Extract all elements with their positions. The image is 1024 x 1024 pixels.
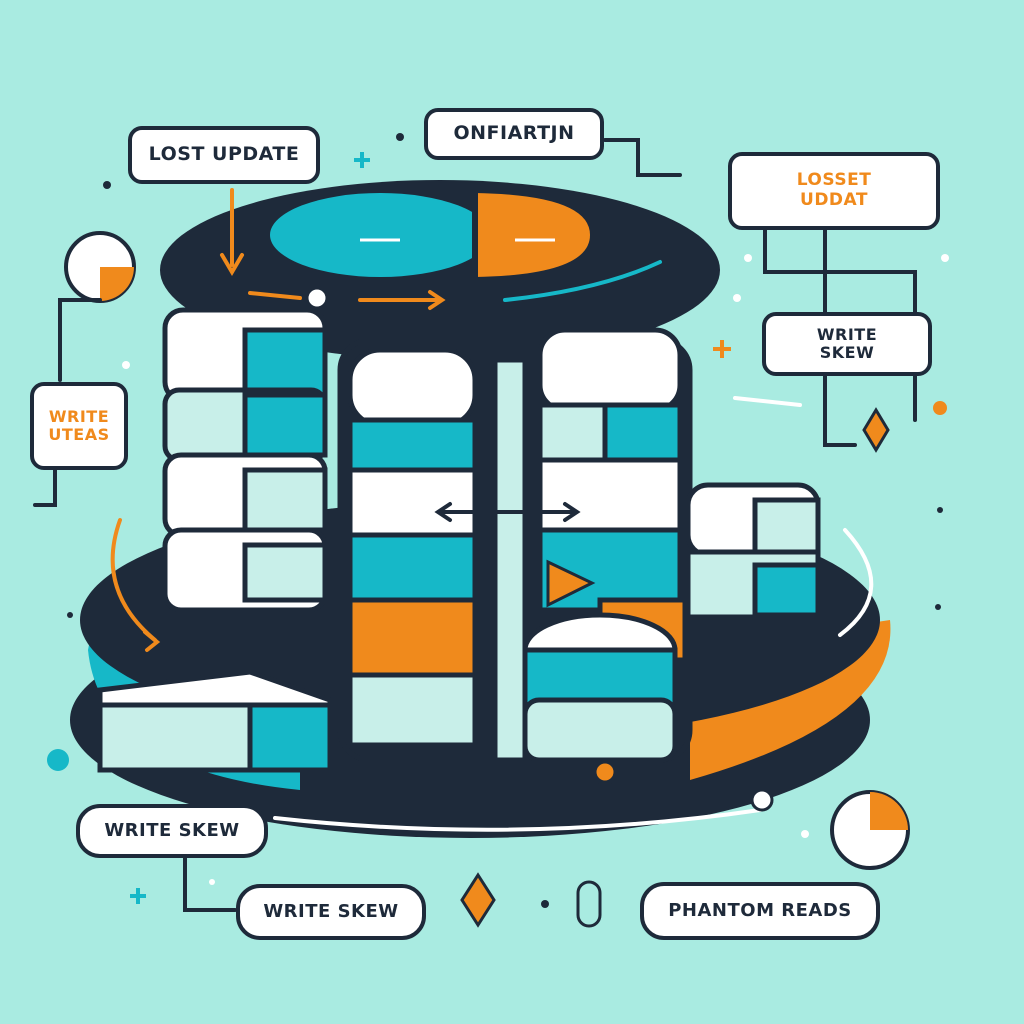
write-skew-bottom-label: WRITE SKEW bbox=[236, 884, 426, 940]
node-dot bbox=[750, 788, 774, 812]
sparkles bbox=[122, 254, 949, 885]
accent-dots-orange bbox=[713, 340, 947, 415]
front-disk-stack bbox=[522, 612, 678, 786]
flow-arrows bbox=[110, 188, 874, 832]
pie-node-right bbox=[830, 790, 910, 870]
write-skew-right-label: WRITE SKEW bbox=[762, 312, 932, 376]
right-disk-stack bbox=[685, 482, 821, 620]
phantom-reads-label: PHANTOM READS bbox=[640, 882, 880, 940]
pie-node-left bbox=[64, 231, 136, 303]
bottom-left-block bbox=[97, 669, 333, 773]
losset-uddat-label: LOSSET UDDAT bbox=[728, 152, 940, 230]
connector-lines bbox=[33, 138, 917, 912]
lost-update-label: LOST UPDATE bbox=[128, 126, 320, 184]
diamond-shapes bbox=[460, 407, 890, 928]
accent-dots bbox=[67, 133, 943, 908]
left-disk-stack bbox=[162, 307, 328, 613]
play-marker bbox=[546, 559, 596, 608]
write-skew-bottom-left-label: WRITE SKEW bbox=[76, 804, 268, 858]
node-dot bbox=[305, 286, 329, 310]
write-uteas-label: WRITE UTEAS bbox=[30, 382, 128, 470]
onfiartjn-label: ONFIARTJN bbox=[424, 108, 604, 160]
accent-dots-teal bbox=[47, 152, 370, 904]
